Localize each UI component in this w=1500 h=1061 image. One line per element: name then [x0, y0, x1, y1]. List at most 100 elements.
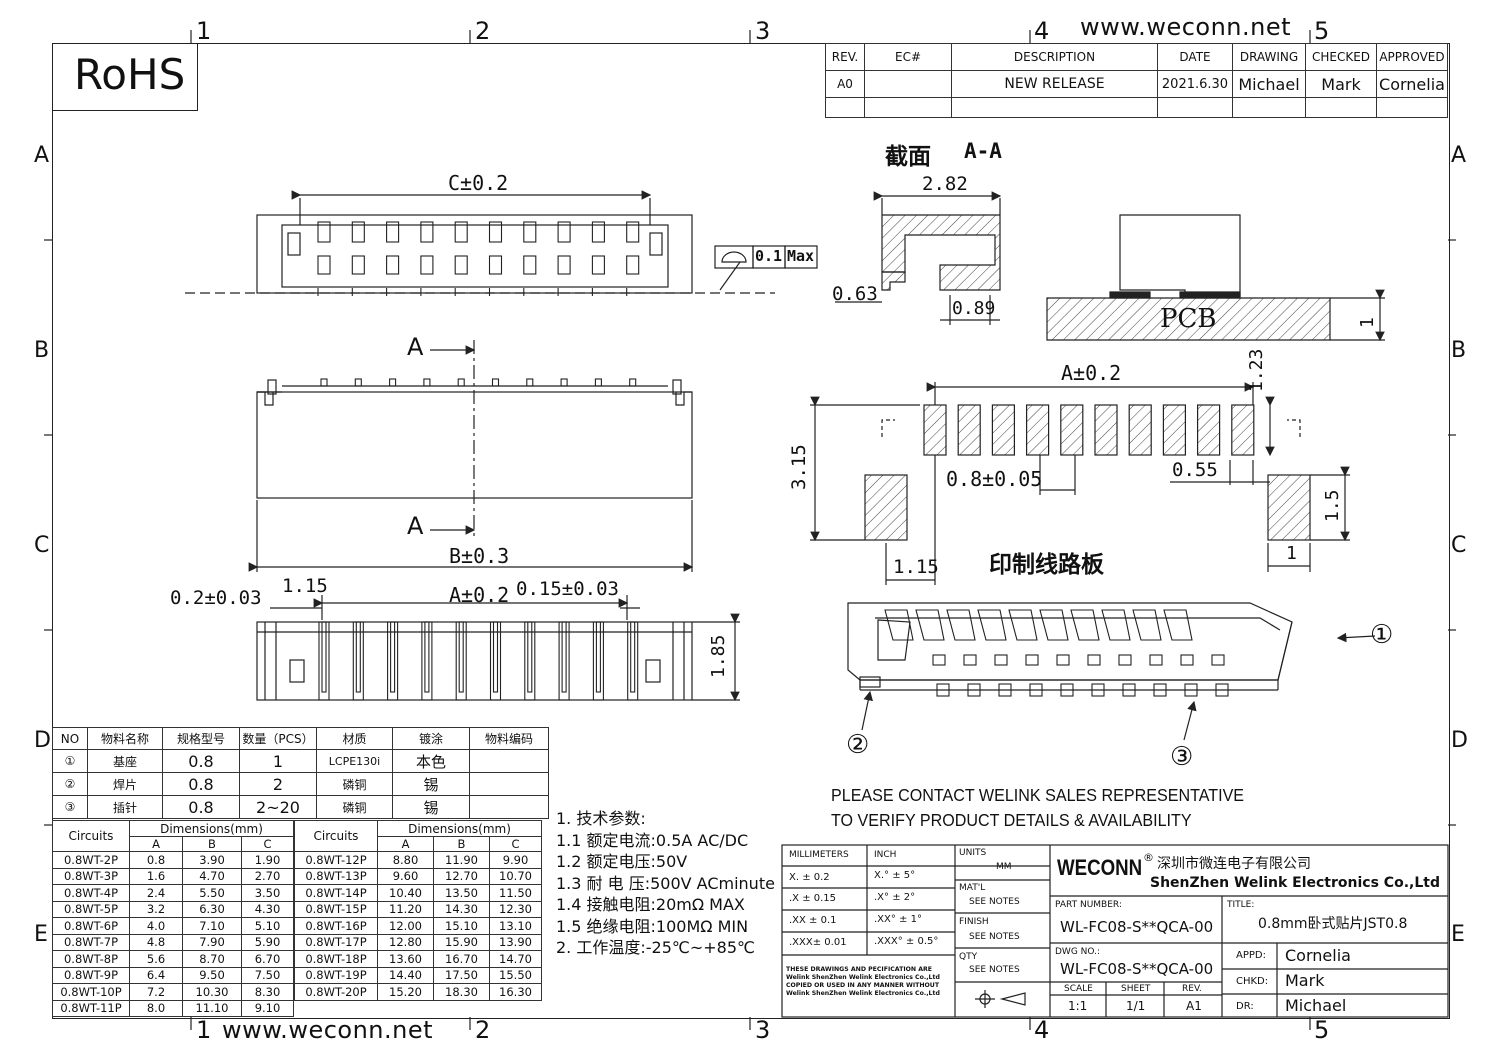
units-label: UNITS	[959, 848, 987, 858]
matl-value: SEE NOTES	[969, 897, 1020, 907]
front-nub	[560, 378, 568, 387]
company-en: ShenZhen Welink Electronics Co.,Ltd	[1150, 875, 1440, 891]
dims-col-b: B	[433, 836, 490, 852]
grid-col-4-top: 4	[1034, 17, 1050, 45]
dims-cell: 0.8WT-11P	[52, 999, 130, 1017]
front-nub	[354, 378, 362, 387]
dim-1-5: 1.5	[1322, 489, 1343, 522]
top-pin	[317, 221, 331, 243]
grid-row-b-right: B	[1451, 338, 1467, 363]
dwg-no: WL-FC08-S**QCA-00	[1060, 960, 1214, 978]
grid-row-d-right: D	[1451, 728, 1468, 753]
dims-cell: 7.50	[241, 966, 294, 984]
bom-cell: 锡	[392, 772, 470, 796]
dims-cell: 0.8WT-4P	[52, 884, 130, 902]
iso-pin-foot	[1060, 683, 1074, 697]
front-nub	[457, 378, 465, 387]
dims-cell: 3.50	[241, 884, 294, 902]
pcb-pad	[1025, 404, 1050, 456]
dims-cell: 0.8WT-8P	[52, 950, 130, 968]
dims-cell: 12.00	[377, 917, 434, 935]
dims-cell: 2.4	[129, 884, 183, 902]
dims-cell: 5.6	[129, 950, 183, 968]
dims-cell: 15.50	[489, 966, 542, 984]
top-view	[185, 190, 818, 294]
dim-a-pcb: A±0.2	[1061, 361, 1122, 385]
iso-pin-slot	[1008, 609, 1038, 641]
chkd-label: CHKD:	[1236, 976, 1269, 987]
bom-cell: 基座	[87, 749, 163, 773]
grid-col-1-top: 1	[196, 17, 212, 45]
tol-mm-0: X. ± 0.2	[789, 872, 830, 883]
pcb-pad	[1060, 404, 1084, 456]
bom-cell	[469, 772, 549, 796]
dim-0-63: 0.63	[832, 283, 878, 305]
bom-cell: 0.8	[162, 749, 240, 773]
drawing-frame	[52, 43, 1450, 1019]
brand-registered: ®	[1143, 851, 1154, 864]
bom-header-no: NO	[52, 727, 88, 750]
iso-pin-foot	[1029, 683, 1043, 697]
dims-cell: 11.20	[377, 900, 434, 918]
side-pin	[352, 621, 364, 701]
dr-value: Michael	[1285, 996, 1347, 1015]
top-pin-window	[454, 255, 468, 275]
part-number-label: PART NUMBER:	[1055, 900, 1122, 910]
pcb-pad	[1231, 404, 1255, 456]
dwg-no-label: DWG NO.:	[1055, 947, 1101, 957]
notice: PLEASE CONTACT WELINK SALES REPRESENTATI…	[831, 783, 1244, 833]
pcb-pad	[991, 404, 1016, 456]
dims-cell: 9.50	[182, 966, 242, 984]
finish-value: SEE NOTES	[969, 932, 1020, 942]
dim-1-15-side: 1.15	[282, 575, 328, 597]
side-pin	[455, 621, 467, 701]
spec-line: 1. 技术参数:	[556, 809, 646, 828]
side-pin	[387, 621, 399, 701]
dims-cell: 15.20	[377, 983, 434, 1001]
dims-col-c: C	[489, 836, 542, 852]
tol-header-mm: MILLIMETERS	[789, 850, 849, 860]
spec-line: 1.4 接触电阻:20mΩ MAX	[556, 895, 745, 914]
dim-0-2: 0.2±0.03	[170, 587, 262, 609]
dims-cell: 5.50	[182, 884, 242, 902]
sheet-label: SHEET	[1121, 984, 1151, 994]
bom-cell: 磷铜	[316, 795, 393, 819]
top-pin-window	[626, 255, 640, 275]
section-aa	[835, 191, 1002, 325]
iso-pin-slot	[1070, 609, 1100, 641]
bom-cell: 2~20	[239, 795, 317, 819]
bom-header-code: 物料编码	[469, 727, 549, 750]
dim-1-15-pcb: 1.15	[893, 556, 939, 578]
tol-inch-1: .X° ± 2°	[874, 892, 916, 903]
side-pin	[627, 621, 639, 701]
dims-cell: 6.70	[241, 950, 294, 968]
grid-row-c-right: C	[1451, 533, 1467, 558]
flatness-max: Max	[787, 247, 815, 265]
dims-cell: 0.8WT-7P	[52, 933, 130, 951]
dims-cell: 0.8WT-18P	[294, 950, 378, 968]
iso-pin-slot	[1039, 609, 1069, 641]
iso-pin-foot	[1122, 683, 1136, 697]
iso-pin-slot	[884, 609, 914, 641]
iso-pin-foot	[1153, 683, 1167, 697]
top-pin-window	[523, 255, 537, 275]
dims-col-a: A	[377, 836, 434, 852]
sheet-value: 1/1	[1126, 999, 1146, 1013]
dims-cell: 1.6	[129, 867, 183, 885]
bom-cell: 焊片	[87, 772, 163, 796]
spec-line: 1.5 绝缘电阻:100MΩ MIN	[556, 916, 749, 936]
side-pin-inner	[321, 621, 327, 693]
iso-contact	[1056, 654, 1070, 666]
section-title-code: A-A	[964, 139, 1002, 163]
tol-mm-2: .XX ± 0.1	[789, 915, 837, 926]
scale-label: SCALE	[1064, 984, 1093, 994]
notice-line: PLEASE CONTACT WELINK SALES REPRESENTATI…	[831, 785, 1245, 805]
